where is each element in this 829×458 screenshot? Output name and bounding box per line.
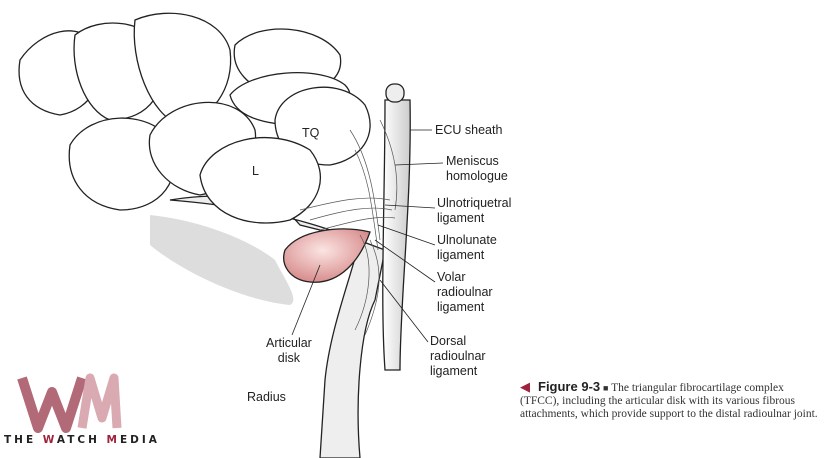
- label-line: ligament: [437, 211, 485, 225]
- wm-part: M: [106, 434, 120, 446]
- wm-part: THE: [4, 434, 43, 446]
- label-line: disk: [277, 351, 301, 365]
- label-line: homologue: [446, 169, 508, 183]
- caption-text: The triangular fibrocartilage complex (T…: [520, 382, 818, 420]
- label-line: Articular: [266, 336, 312, 350]
- leader-lines: [291, 129, 444, 343]
- triangle-marker-icon: ◀: [520, 379, 530, 394]
- label-line: radioulnar: [437, 285, 493, 299]
- label-line: ligament: [437, 300, 485, 314]
- label-line: ligament: [437, 248, 485, 262]
- label-line: Dorsal: [430, 334, 467, 348]
- watermark-text: THE WATCH MEDIA: [4, 434, 160, 446]
- lunate-bone: [199, 137, 321, 224]
- label-tq: TQ: [302, 126, 320, 140]
- shaded-radius: [150, 215, 294, 305]
- label-line: Meniscus: [446, 154, 499, 168]
- figure-number: Figure 9-3: [538, 379, 601, 394]
- label-line: ligament: [430, 364, 478, 378]
- wm-part: W: [42, 434, 57, 446]
- wm-part: ATCH: [56, 434, 107, 446]
- label-line: radioulnar: [430, 349, 486, 363]
- label-line: Volar: [437, 270, 466, 284]
- wm-part: EDIA: [119, 434, 160, 446]
- label-radius: Radius: [247, 390, 286, 404]
- square-bullet-icon: ■: [603, 383, 609, 393]
- figure-caption: ◀ Figure 9-3 ■ The triangular fibrocartil…: [520, 380, 820, 421]
- label-lunate: L: [252, 164, 259, 178]
- ligament-fibers: [299, 119, 398, 336]
- label-ecu-sheath: ECU sheath: [435, 123, 503, 137]
- articular-disk: [283, 228, 371, 283]
- label-line: Ulnolunate: [437, 233, 497, 247]
- watermark-logo: [17, 373, 122, 433]
- label-line: Ulnotriquetral: [437, 196, 512, 210]
